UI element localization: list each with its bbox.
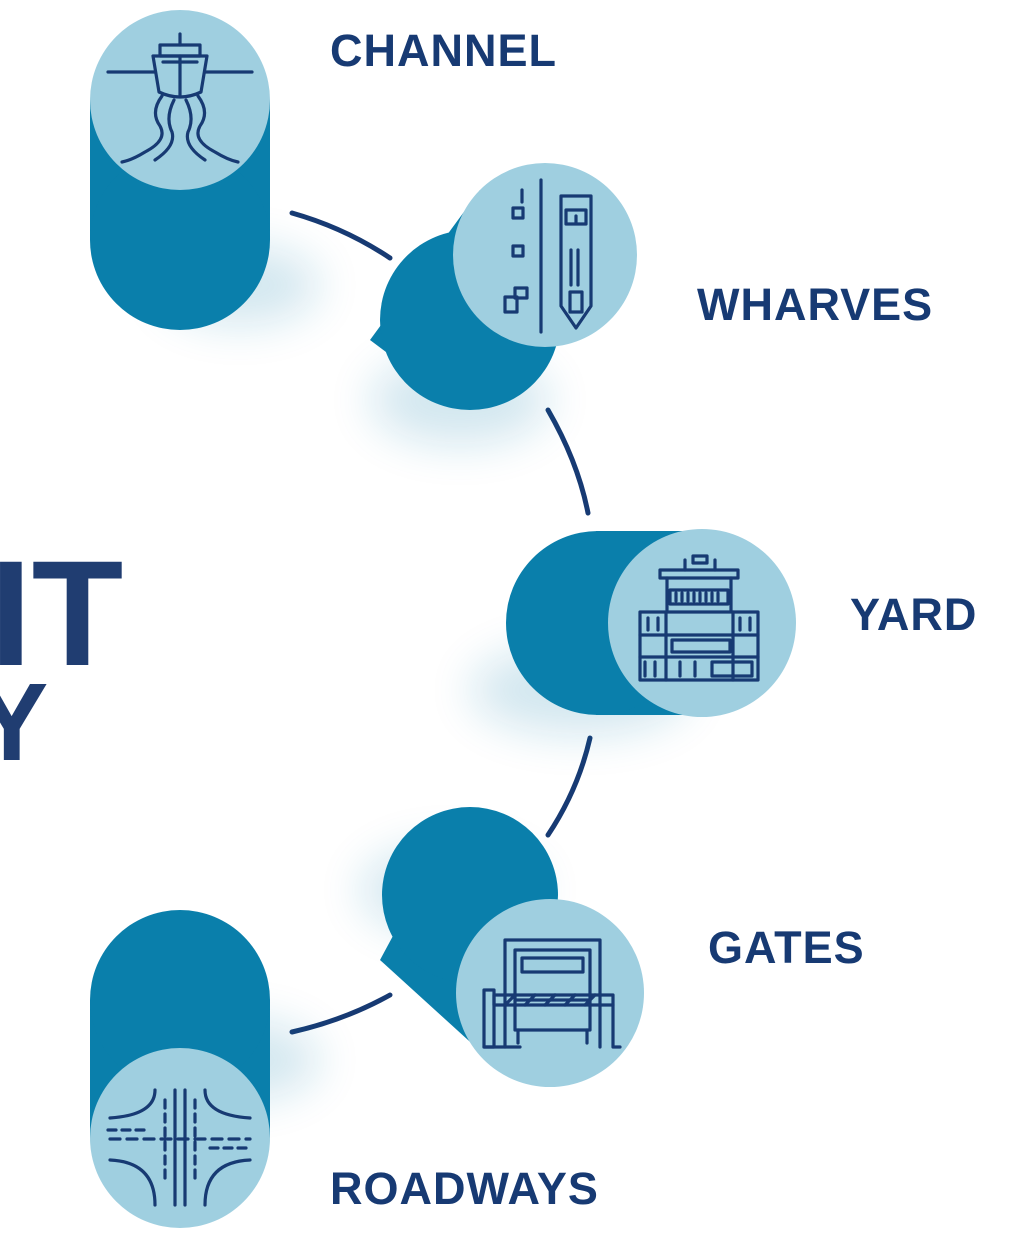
connector-wharves-yard <box>545 407 591 516</box>
connector-channel-wharves <box>289 210 393 261</box>
container-crane-icon <box>638 554 760 682</box>
heading-fragment-1: IT <box>0 529 123 697</box>
node-label-roadways: ROADWAYS <box>330 1163 599 1214</box>
node-label-gates: GATES <box>708 922 865 973</box>
gate-barrier-truck-icon <box>482 938 622 1049</box>
node-wharves <box>370 163 637 445</box>
node-channel <box>90 10 320 330</box>
node-yard <box>470 529 796 735</box>
ship-icon <box>106 32 254 164</box>
node-gates <box>360 807 644 1087</box>
node-label-yard: YARD <box>850 589 977 640</box>
node-label-wharves: WHARVES <box>697 279 933 330</box>
wharf-ship-icon <box>503 178 593 334</box>
heading-fragment-2: Y <box>0 661 48 784</box>
connector-yard-gates <box>545 735 593 838</box>
node-label-channel: CHANNEL <box>330 25 557 76</box>
node-roadways <box>90 910 320 1228</box>
connector-gates-roadways <box>289 992 393 1035</box>
road-intersection-icon <box>106 1088 254 1207</box>
